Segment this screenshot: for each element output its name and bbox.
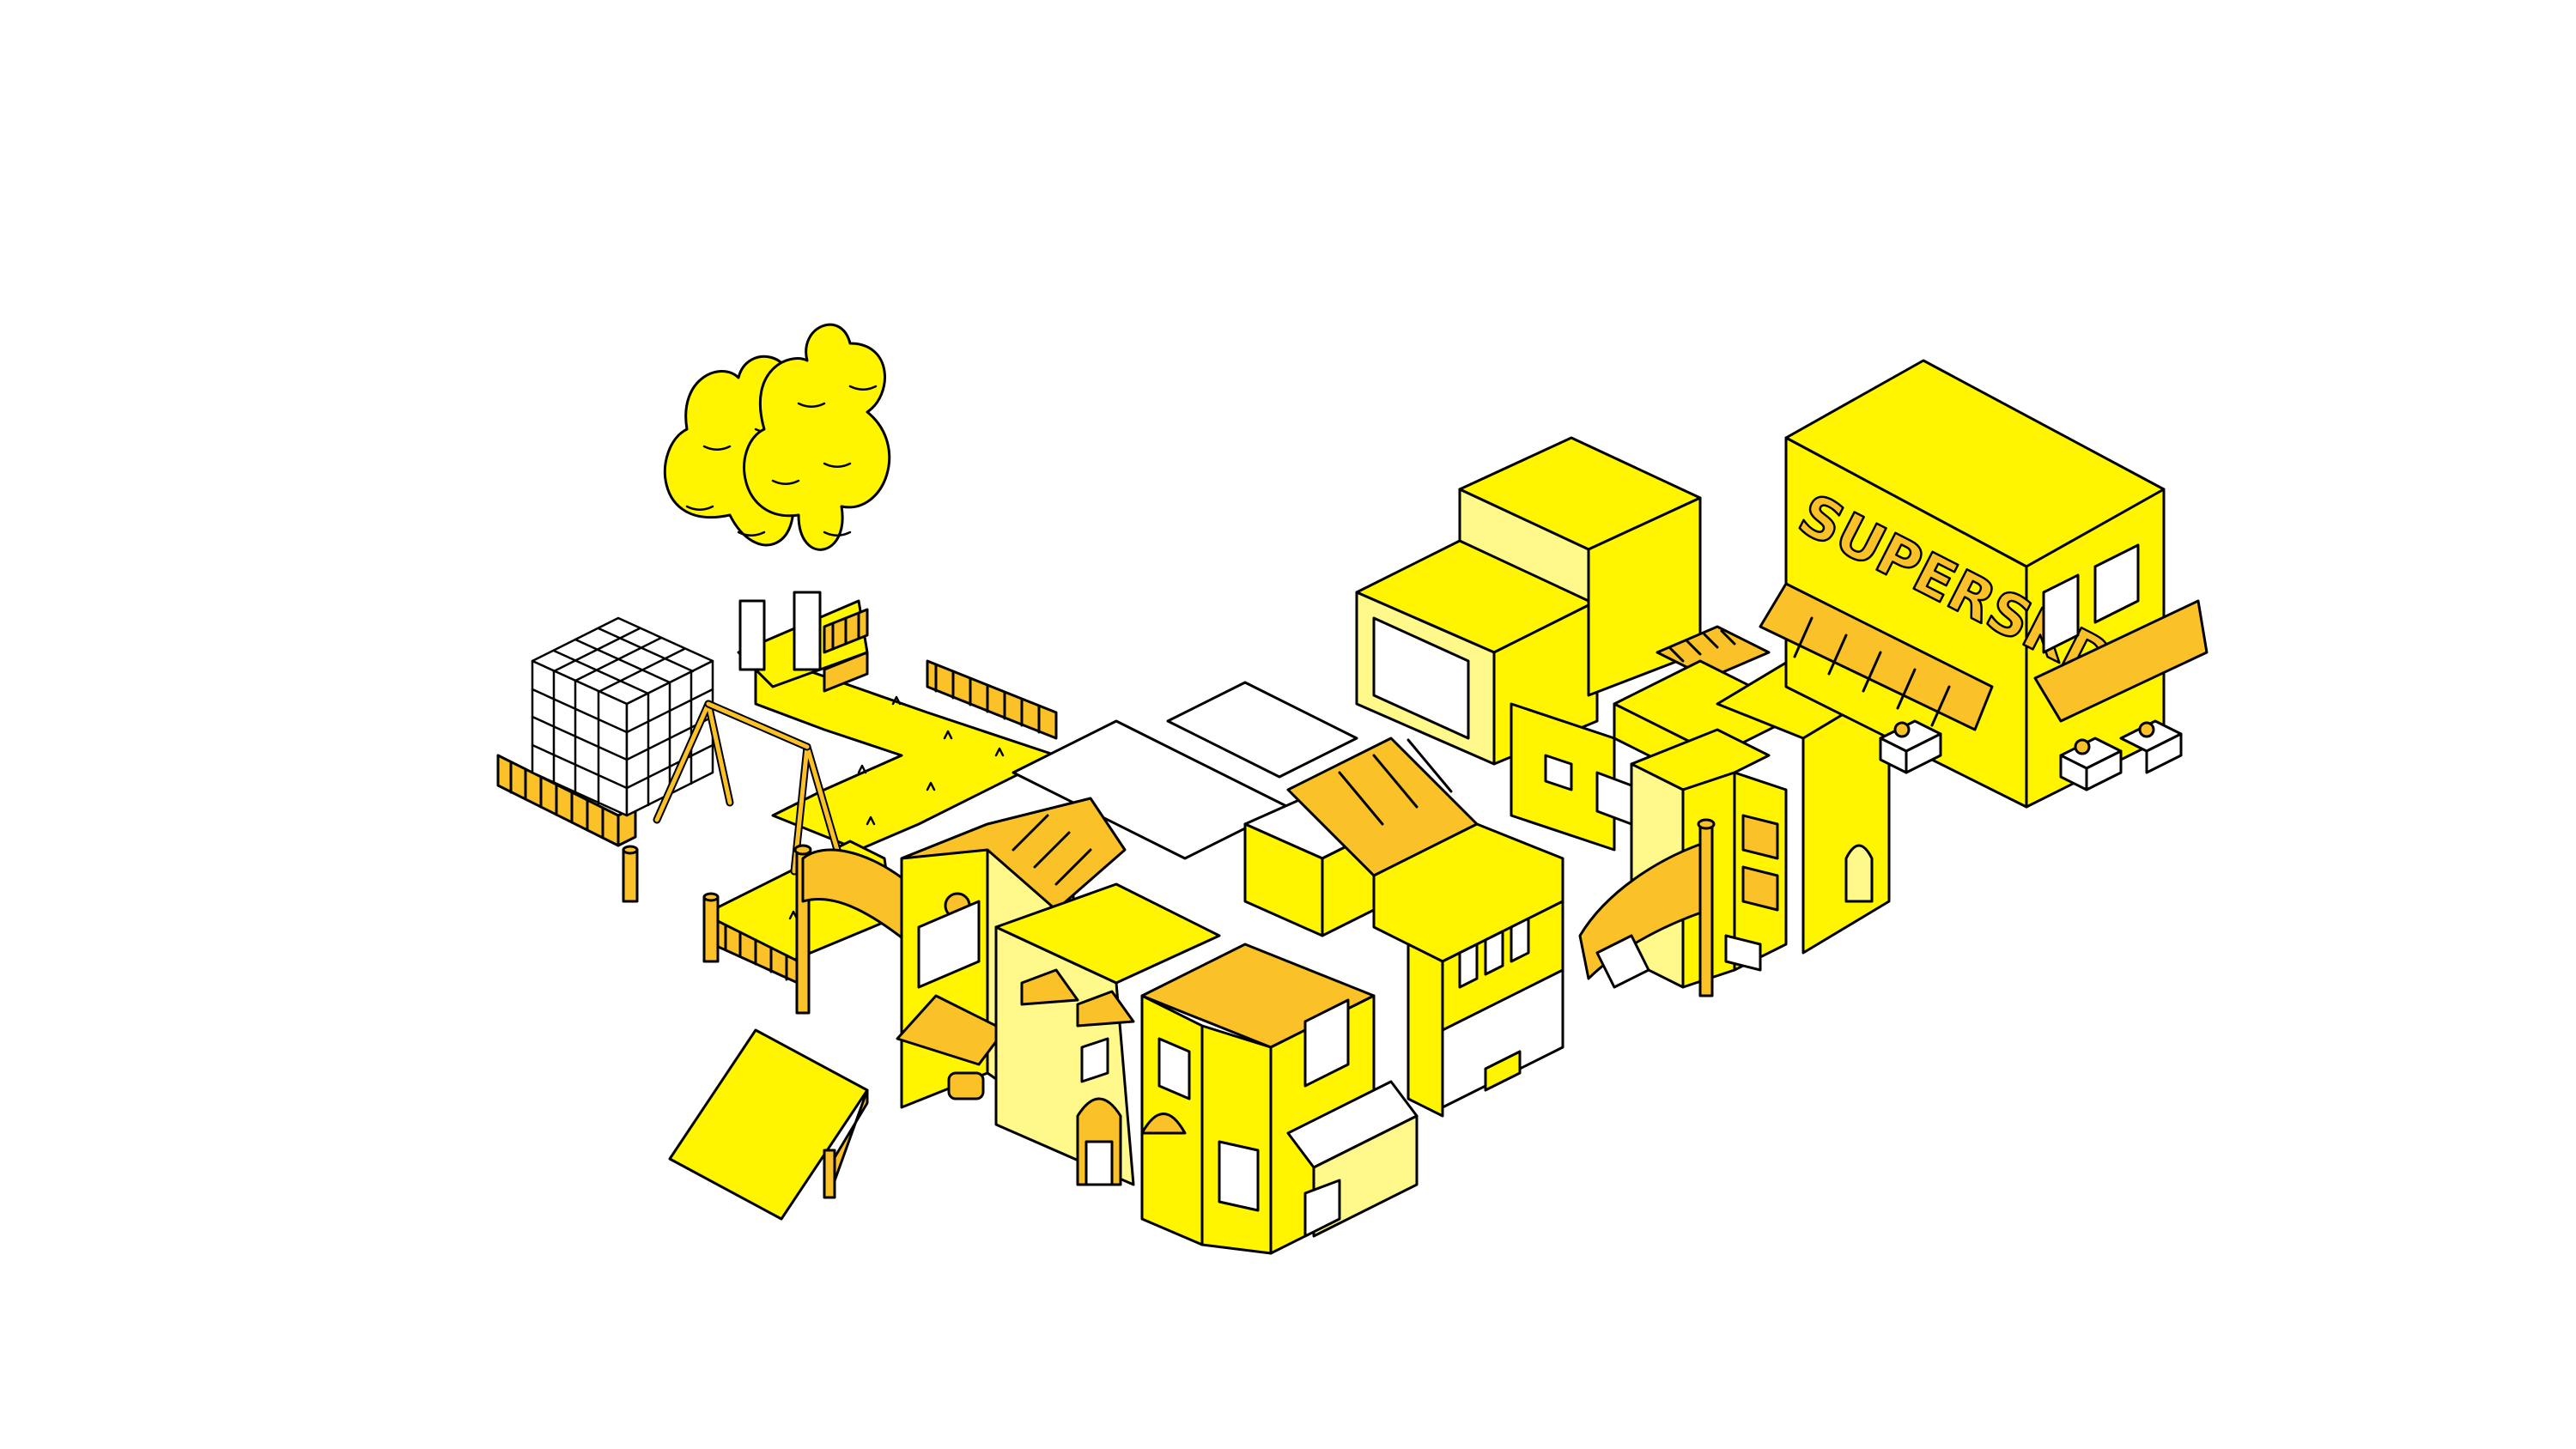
arched-door (1844, 844, 1874, 903)
back-buildings (1012, 681, 1358, 860)
produce-crate-icon (1484, 1050, 1522, 1092)
fence-left (496, 754, 639, 903)
fence-front (702, 892, 809, 989)
produce-crate-icon (1879, 719, 1942, 774)
swing-icon (653, 700, 841, 876)
awning-icon (2033, 599, 2208, 723)
fence-back (926, 659, 1058, 740)
supermarket: SUPERSKD (1759, 359, 2208, 809)
left-shop-block (896, 737, 1564, 1255)
fence-trees-front (823, 651, 869, 693)
lawn (754, 651, 1058, 852)
produce-crate-icon (2059, 719, 2183, 791)
bench (668, 1028, 869, 1221)
fence-trees (823, 608, 869, 654)
arch-left (793, 844, 912, 1015)
shop-mid-roof (994, 882, 1221, 985)
arch-right (1578, 818, 1716, 997)
shop-left-roof (900, 797, 1127, 912)
tree-icon (743, 323, 891, 671)
produce-stand (1441, 968, 1564, 1109)
jungle-gym-icon (531, 616, 714, 817)
corner-building-front (1200, 1024, 1273, 1255)
